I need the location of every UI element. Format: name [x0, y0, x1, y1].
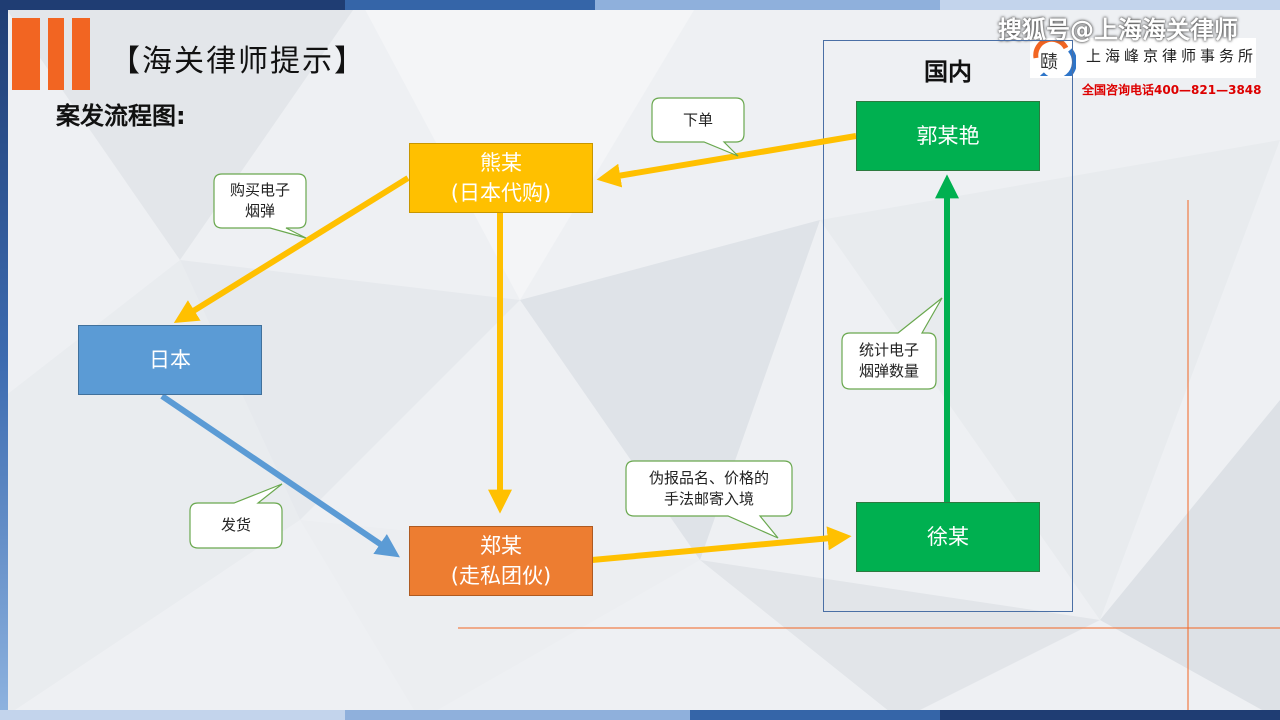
title-accent-bar-1: [12, 18, 40, 90]
node-xu: 徐某: [856, 502, 1040, 572]
arrow-guo-to-xiong: [596, 133, 857, 188]
callout-declare-line1: 伪报品名、价格的: [648, 468, 769, 487]
callout-buy-line1: 购买电子: [229, 181, 290, 199]
node-xiong-japan-purchaser: 熊某 (日本代购): [409, 143, 593, 213]
source-watermark: 搜狐号@上海海关律师: [998, 16, 1238, 44]
diagram-heading: 案发流程图:: [56, 102, 186, 130]
node-zheng-role: (走私团伙): [450, 564, 552, 588]
callout-buy-shape: [213, 173, 307, 239]
hotline-text: 全国咨询电话400—821—3848: [1082, 83, 1262, 97]
callout-ship-text: 发货: [220, 516, 251, 534]
callout-order: 下单: [652, 98, 744, 142]
callout-count-shape: [841, 297, 943, 390]
callout-count: 统计电子 烟弹数量: [842, 333, 936, 389]
node-xiong-name: 熊某: [480, 151, 522, 175]
callout-order-shape: [651, 97, 745, 157]
title-accent-bar-2: [48, 18, 64, 90]
node-japan: 日本: [78, 325, 262, 395]
arrow-zheng-to-xu: [591, 526, 852, 563]
arrow-japan-to-zheng: [160, 393, 400, 558]
logo-mark-text: 赜: [1040, 52, 1058, 73]
arrow-xiong-to-japan: [173, 175, 410, 324]
callout-count-line2: 烟弹数量: [858, 362, 919, 380]
firm-name: 上海峰京律师事务所: [1086, 47, 1258, 65]
callout-ship-shape: [189, 483, 283, 549]
callout-declare-shape: [625, 460, 793, 539]
node-xu-name: 徐某: [927, 525, 969, 549]
node-xiong-role: (日本代购): [450, 181, 552, 205]
page-title: 【海关律师提示】: [110, 44, 366, 79]
callout-ship: 发货: [190, 503, 282, 548]
node-zheng-name: 郑某: [480, 534, 522, 558]
title-accent-bar-3: [72, 18, 90, 90]
node-japan-name: 日本: [149, 348, 191, 372]
node-zheng-smuggling-group: 郑某 (走私团伙): [409, 526, 593, 596]
callout-declare: 伪报品名、价格的 手法邮寄入境: [626, 461, 792, 516]
callout-count-line1: 统计电子: [858, 341, 919, 359]
node-guo: 郭某艳: [856, 101, 1040, 171]
callout-declare-line2: 手法邮寄入境: [663, 489, 754, 508]
callout-buy: 购买电子 烟弹: [214, 174, 306, 228]
logo-background: [1030, 38, 1256, 78]
callout-buy-line2: 烟弹: [244, 202, 275, 220]
domestic-region-frame: [823, 40, 1073, 612]
callout-order-text: 下单: [682, 110, 713, 129]
node-guo-name: 郭某艳: [916, 124, 980, 148]
